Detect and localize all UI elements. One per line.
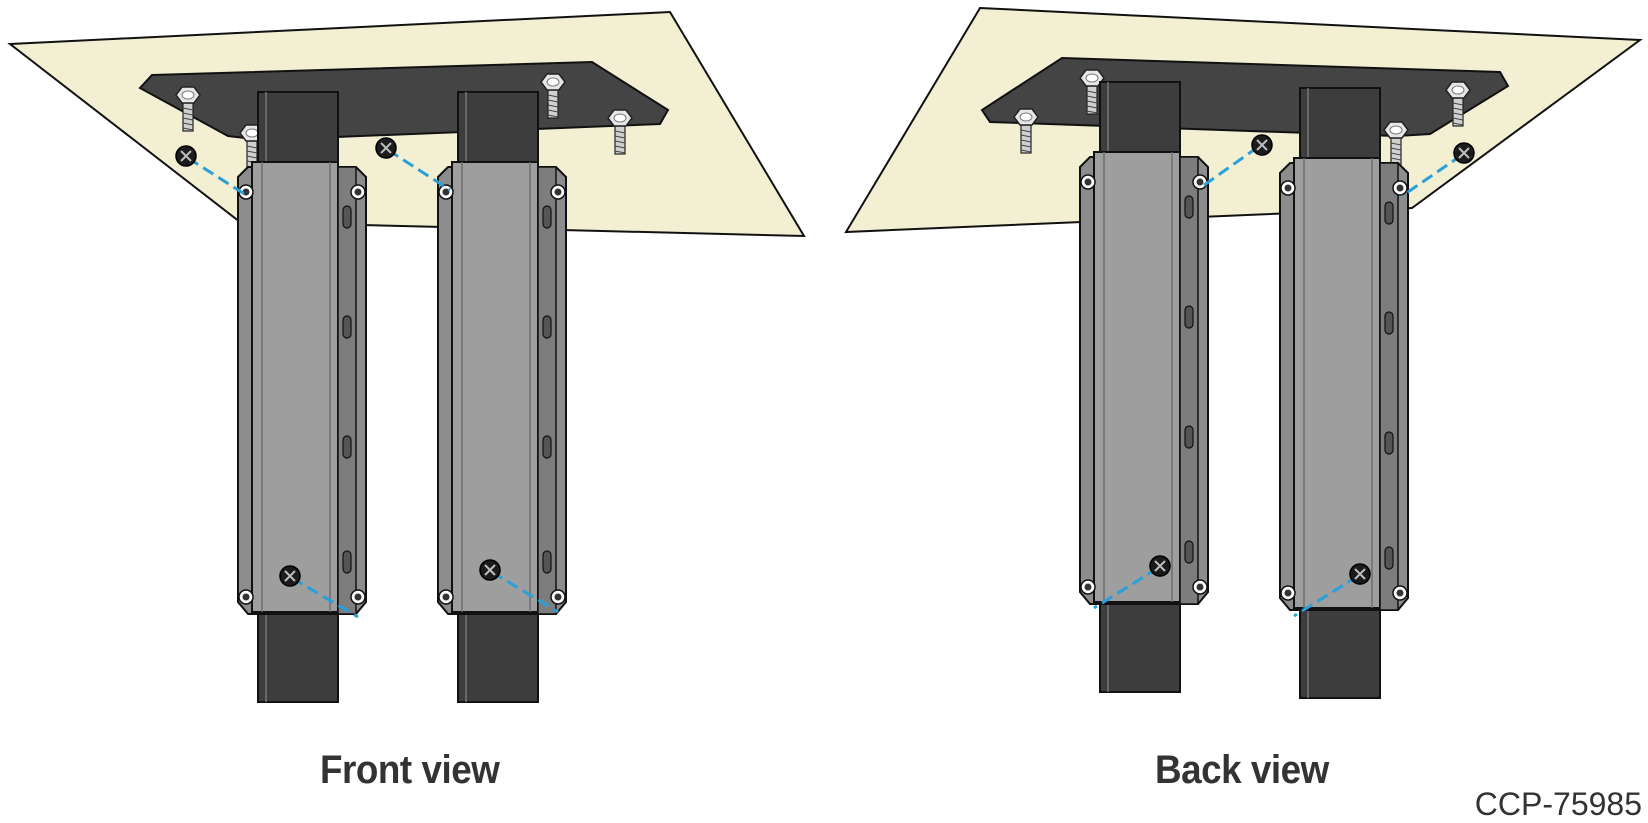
front-guide-lines — [187, 148, 559, 619]
screw-icon — [1149, 555, 1171, 577]
front-right-leg — [438, 92, 566, 702]
screw-icon — [479, 559, 501, 581]
screw-icon — [375, 137, 397, 159]
back-guide-lines — [1093, 145, 1463, 618]
screw-icon — [279, 565, 301, 587]
front-view-caption: Front view — [320, 748, 500, 792]
screw-icon — [1349, 563, 1371, 585]
back-right-leg — [1280, 88, 1408, 698]
back-view — [844, 6, 1643, 698]
screw-icon — [1453, 142, 1475, 164]
front-view — [7, 10, 806, 702]
back-mount-plate — [980, 56, 1510, 138]
screw-icon — [1251, 134, 1273, 156]
back-left-leg — [1080, 82, 1208, 692]
part-number: CCP-75985 — [1474, 786, 1642, 822]
screw-icon — [175, 145, 197, 167]
back-view-caption: Back view — [1155, 748, 1329, 792]
